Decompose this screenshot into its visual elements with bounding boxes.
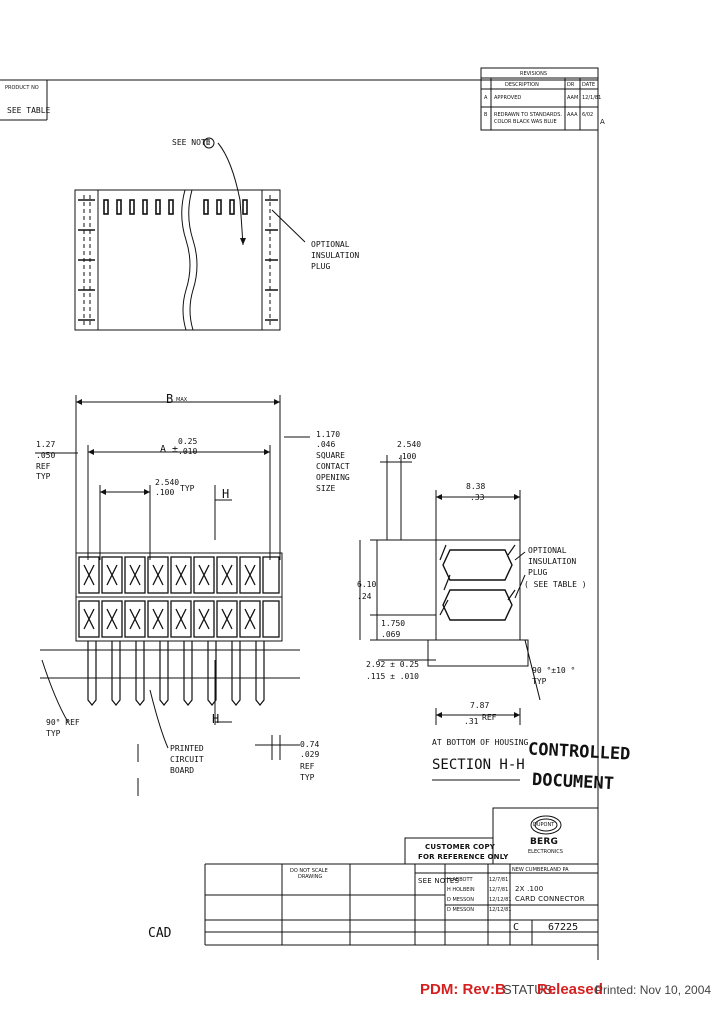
sec-see-table-label: ( SEE TABLE ) bbox=[524, 580, 587, 589]
sec-insulation-label: INSULATION bbox=[528, 557, 577, 566]
approver-date: 12/12/81 bbox=[489, 897, 512, 903]
dim-a-label: A ± bbox=[160, 444, 179, 455]
drawing-number: 67225 bbox=[548, 922, 579, 933]
sec-dim-1750-top: 1.750 bbox=[381, 619, 406, 628]
rev-side-letter: A bbox=[600, 118, 605, 126]
ref-label: REF bbox=[300, 762, 315, 771]
see-note-label: SEE NOTE bbox=[172, 138, 211, 147]
opening-label: OPENING bbox=[316, 473, 350, 482]
typ-label: TYP bbox=[300, 773, 315, 782]
section-h-h-label: SECTION H-H bbox=[432, 757, 525, 773]
sec-dim-2540-bot: .100 bbox=[397, 452, 417, 461]
revisions-col-description: DESCRIPTION bbox=[505, 82, 539, 88]
approver2-date: 12/12/81 bbox=[489, 907, 512, 913]
dim-127-top: 1.27 bbox=[36, 440, 56, 449]
plug-label: PLUG bbox=[311, 262, 331, 271]
sec-typ-label: TYP bbox=[532, 677, 547, 686]
sec-dim-787-top: 7.87 bbox=[470, 701, 490, 710]
optional-label: OPTIONAL bbox=[311, 240, 350, 249]
ref-label: REF bbox=[36, 462, 51, 471]
size-label: SIZE bbox=[316, 484, 336, 493]
rev-row-ltr: B bbox=[484, 112, 488, 118]
controlled-stamp-line2: DOCUMENT bbox=[531, 769, 615, 795]
cut-h-bottom: H bbox=[212, 712, 220, 726]
sec-deg-label: 90 °±10 ° bbox=[532, 666, 576, 675]
dim-a-tol-top: 0.25 bbox=[178, 437, 198, 446]
sec-dim-838-bot: .33 bbox=[470, 493, 485, 502]
rev-row-date: 6/02 bbox=[582, 112, 594, 118]
revisions-col-date: DATE bbox=[582, 82, 596, 88]
printed-label: PRINTED bbox=[170, 744, 204, 753]
note-number: 3 bbox=[207, 140, 211, 146]
rev-row-dr: AAA bbox=[567, 112, 578, 118]
dim-1170-top: 1.170 bbox=[316, 430, 341, 439]
dim-074-top: 0.74 bbox=[300, 740, 320, 749]
sec-dim-292-bot: .115 ± .010 bbox=[366, 672, 419, 681]
typ-label: TYP bbox=[36, 472, 51, 481]
checker-date: 12/7/81 bbox=[489, 887, 509, 893]
drawing-label: DRAWING bbox=[298, 874, 323, 880]
approver-name: D MESSON bbox=[447, 897, 474, 903]
sec-dim-787-bot: .31 bbox=[464, 717, 479, 726]
revisions-title: REVISIONS bbox=[520, 71, 548, 77]
berg-logo-icon: DUPONT bbox=[533, 822, 555, 828]
rev-row-desc2: COLOR BLACK WAS BLUE bbox=[494, 119, 557, 125]
company-sub: ELECTRONICS bbox=[528, 849, 563, 855]
rev-row-ltr: A bbox=[484, 95, 488, 101]
rev-row-dr: AAM bbox=[567, 95, 579, 101]
customer-copy-line2: FOR REFERENCE ONLY bbox=[418, 853, 509, 861]
dim-b-label: B bbox=[166, 392, 174, 406]
dim-127-bot: .050 bbox=[36, 451, 56, 460]
contact-label: CONTACT bbox=[316, 462, 350, 471]
sec-dim-2540-top: 2.540 bbox=[397, 440, 422, 449]
rev-row-desc: REDRAWN TO STANDARDS. bbox=[494, 112, 563, 118]
printed-date: Printed: Nov 10, 2004 bbox=[595, 983, 712, 997]
sec-dim-1750-bot: .069 bbox=[381, 630, 401, 639]
dim-2540-top: 2.540 bbox=[155, 478, 180, 487]
do-not-scale: DO NOT SCALE bbox=[290, 868, 328, 874]
see-table-label: SEE TABLE bbox=[7, 106, 51, 115]
rev-row-date: 12/1/81 bbox=[582, 95, 602, 101]
customer-copy-line1: CUSTOMER COPY bbox=[425, 843, 496, 851]
board-label: BOARD bbox=[170, 766, 195, 775]
square-label: SQUARE bbox=[316, 451, 345, 460]
dim-a-tol-bot: .010 bbox=[178, 447, 198, 456]
location-row: NEW CUMBERLAND PA bbox=[512, 867, 569, 873]
dim-b-max: MAX bbox=[176, 397, 188, 403]
cad-label: CAD bbox=[148, 926, 172, 941]
typ-label: TYP bbox=[180, 484, 195, 493]
title-line2: CARD CONNECTOR bbox=[515, 895, 585, 903]
checker-name: H HOLBEIN bbox=[447, 887, 475, 893]
product-no-label: PRODUCT NO bbox=[5, 85, 39, 91]
dim-2540-bot: .100 bbox=[155, 488, 175, 497]
insulation-label: INSULATION bbox=[311, 251, 360, 260]
approver2-name: D MESSON bbox=[447, 907, 474, 913]
typ-label: TYP bbox=[46, 729, 61, 738]
sec-dim-292-top: 2.92 ± 0.25 bbox=[366, 660, 419, 669]
at-bottom-label: AT BOTTOM OF HOUSING bbox=[432, 738, 529, 747]
sec-dim-610-top: 6.10 bbox=[357, 580, 377, 589]
sec-plug-label: PLUG bbox=[528, 568, 548, 577]
cut-h-top: H bbox=[222, 487, 230, 501]
title-line1: 2X .100 bbox=[515, 885, 544, 893]
status-label: STATUS: bbox=[503, 982, 556, 997]
dim-1170-bot: .046 bbox=[316, 440, 336, 449]
circuit-label: CIRCUIT bbox=[170, 755, 204, 764]
deg-ref-label: 90° REF bbox=[46, 718, 80, 727]
sec-optional-label: OPTIONAL bbox=[528, 546, 567, 555]
company-name: BERG bbox=[530, 837, 559, 847]
pdm-revision: PDM: Rev:B bbox=[420, 981, 506, 998]
sec-ref-label: REF bbox=[482, 713, 497, 722]
sec-dim-610-bot: .24 bbox=[357, 592, 372, 601]
sec-dim-838-top: 8.38 bbox=[466, 482, 486, 491]
sheet-size: C bbox=[513, 922, 520, 933]
see-notes-label: SEE NOTES bbox=[418, 877, 460, 885]
drafter-date: 12/7/81 bbox=[489, 877, 509, 883]
rev-row-desc: APPROVED bbox=[494, 95, 522, 101]
dim-074-bot: .029 bbox=[300, 750, 320, 759]
revisions-col-dr: DR bbox=[567, 82, 575, 88]
status-value: Released bbox=[537, 981, 603, 998]
drafter-name: H ABBOTT bbox=[447, 877, 473, 883]
